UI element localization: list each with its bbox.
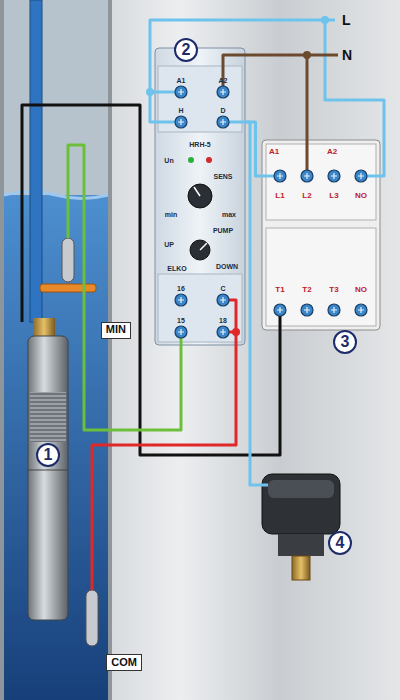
supply-label: N	[342, 48, 352, 62]
terminal-label: 15	[177, 317, 185, 324]
terminal-label: T3	[329, 286, 338, 294]
terminal-label: min	[165, 211, 177, 218]
min-probe	[62, 238, 74, 282]
callout-number: 3	[341, 334, 350, 350]
callout-number: 2	[174, 38, 198, 62]
probe-label: COM	[111, 657, 137, 668]
probe-tag: COM	[106, 654, 142, 671]
terminal-screw	[274, 304, 286, 316]
terminal-label: T2	[302, 286, 311, 294]
terminal-label: 18	[219, 317, 227, 324]
callout-number: 4	[328, 531, 352, 555]
junction-dot	[321, 16, 329, 24]
pump-seam	[28, 470, 68, 471]
terminal-label: SENS	[213, 173, 232, 180]
junction-dot	[303, 51, 311, 59]
terminal-label: L2	[302, 192, 311, 200]
terminal-screw	[175, 86, 187, 98]
terminal-label: HRH-5	[189, 141, 210, 148]
terminal-label: A2	[327, 148, 337, 156]
led-red	[206, 157, 212, 163]
pressure-switch	[262, 474, 340, 580]
callout-number: 1	[36, 443, 60, 467]
contactor-lower	[266, 228, 376, 326]
float-ring	[40, 284, 96, 292]
terminal-screw	[217, 86, 229, 98]
neutral-wire	[223, 55, 338, 176]
terminal-label: PUMP	[213, 227, 233, 234]
probe-tag: MIN	[101, 322, 131, 339]
relay-bottom-terminals	[158, 274, 242, 342]
terminal-label: A1	[177, 77, 186, 84]
terminal-screws	[175, 86, 367, 338]
terminal-screw	[355, 170, 367, 182]
com-probe	[86, 590, 98, 646]
min-probe-wire	[68, 145, 181, 430]
terminal-label: T1	[275, 286, 284, 294]
terminal-label: D	[220, 107, 225, 114]
terminal-label: NO	[355, 286, 367, 294]
knob-pointer	[194, 187, 200, 196]
terminal-label: Un	[164, 157, 173, 164]
contactor: A1A2L1L2L3NOT1T2T3NO	[262, 140, 380, 330]
terminal-label: A1	[269, 148, 279, 156]
supply-label: L	[342, 13, 351, 27]
terminal-screw	[328, 304, 340, 316]
terminal-label: C	[220, 285, 225, 292]
wires	[22, 20, 384, 590]
terminal-screw	[217, 326, 229, 338]
terminal-label: DOWN	[216, 263, 238, 270]
terminal-label: NO	[355, 192, 367, 200]
terminal-screw	[274, 170, 286, 182]
terminal-label: L1	[275, 192, 284, 200]
probe-label: MIN	[106, 324, 126, 335]
terminal-screw	[175, 294, 187, 306]
callout-number: 3	[333, 330, 357, 354]
terminal-label: A2	[219, 77, 228, 84]
callout-number: 4	[336, 535, 345, 551]
terminal-screw	[175, 326, 187, 338]
terminal-screw	[175, 116, 187, 128]
terminal-label: 16	[177, 285, 185, 292]
control-wire	[245, 122, 262, 176]
com-probe-wire	[92, 300, 236, 590]
terminal-screw	[217, 116, 229, 128]
terminal-label: UP	[164, 241, 174, 248]
terminal-screw	[217, 294, 229, 306]
junction-dot	[232, 328, 240, 336]
terminal-label: ELKO	[167, 265, 186, 272]
level-relay: A1 A2H D HRH-5UnSENS min maxPUMP UP DOWN ELKO 16 C…	[155, 48, 245, 345]
sens-knob	[188, 184, 212, 208]
line-wire	[325, 20, 384, 176]
callout-number: 2	[182, 42, 191, 58]
contactor-upper	[266, 144, 376, 220]
junction-dot	[146, 88, 154, 96]
water-surface	[4, 192, 108, 199]
terminal-label: L3	[329, 192, 338, 200]
pump-coupling	[33, 318, 55, 336]
terminal-label: H	[178, 107, 183, 114]
terminal-screw	[301, 304, 313, 316]
terminal-screw	[301, 170, 313, 182]
riser-pipe	[30, 0, 42, 322]
contactor-body	[262, 140, 380, 330]
submersible-pump	[28, 336, 68, 620]
terminal-screw	[328, 170, 340, 182]
pump-intake	[30, 392, 66, 442]
pump-knob	[190, 240, 210, 260]
terminal-screw	[355, 304, 367, 316]
led-green	[188, 157, 194, 163]
knob-pointer	[200, 243, 207, 250]
pump-power-wire	[22, 105, 280, 455]
callout-number: 1	[44, 447, 53, 463]
terminal-label: max	[222, 211, 236, 218]
